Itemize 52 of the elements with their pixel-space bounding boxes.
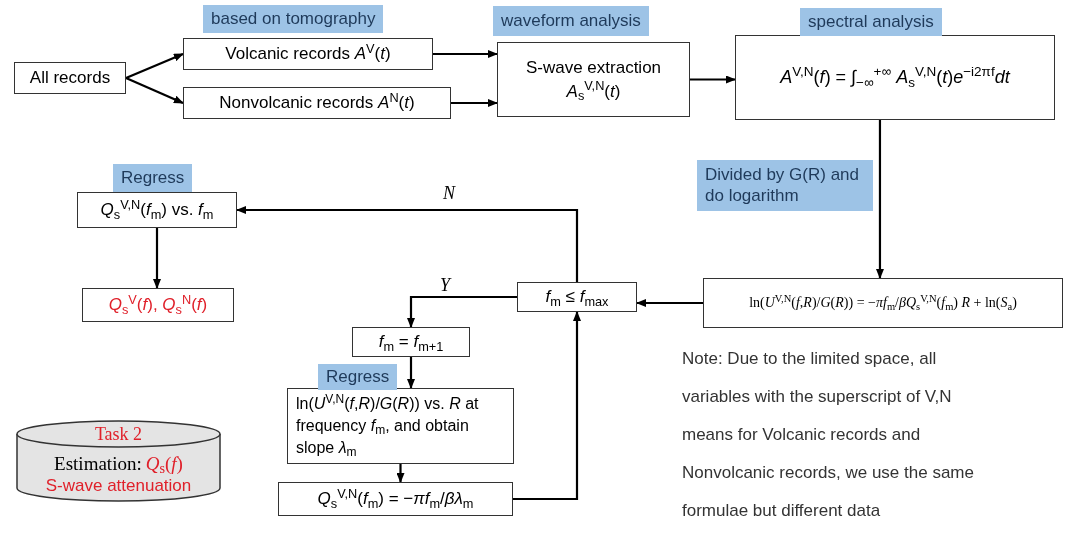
process-box bbox=[183, 38, 433, 70]
edge-label: Divided by G(R) and do logarithm bbox=[697, 160, 873, 211]
process-box bbox=[517, 282, 637, 312]
formula: Q$_{s}$(f) bbox=[145, 451, 183, 476]
arrow bbox=[513, 311, 581, 501]
box-text: A$^{V,N}$(f) = ∫$_{−∞}$$^{+∞}$ A$_{s}$$^{V,N}$(t)e$^{−i2πf}$dt bbox=[780, 65, 1010, 90]
step-tag: Regress bbox=[113, 164, 193, 192]
box-text: Q$_{s}$$^{V,N}$(f$_{m}$) = −πf$_{m}$/βλ$_{m}$ bbox=[317, 487, 474, 511]
process-box bbox=[735, 35, 1055, 120]
edge-label: N bbox=[443, 182, 455, 205]
box-text: Q$_{s}$$^{V,N}$(f$_{m}$) vs. f$_{m}$ bbox=[100, 198, 214, 222]
box-text: f$_{m}$ = f$_{m+1}$ bbox=[378, 331, 444, 354]
note-text: Note: Due to the limited space, all variables with the superscript of V,N means for Volcanic records and Nonvolcanic records, we use the same formulae but different data bbox=[682, 348, 975, 522]
cylinder-title: Task 2 bbox=[94, 423, 143, 446]
box-text: All records bbox=[29, 67, 111, 90]
arrow bbox=[153, 228, 161, 289]
edge-label: Y bbox=[440, 274, 450, 297]
process-box bbox=[183, 87, 451, 119]
process-box bbox=[278, 482, 513, 516]
process-box bbox=[497, 42, 690, 117]
arrow bbox=[433, 50, 498, 58]
arrow bbox=[407, 357, 415, 389]
database-cylinder bbox=[16, 420, 221, 502]
arrow bbox=[125, 53, 184, 79]
arrow bbox=[636, 299, 703, 307]
step-tag: waveform analysis bbox=[493, 6, 649, 36]
process-box bbox=[14, 62, 126, 94]
arrow bbox=[690, 75, 736, 84]
process-box bbox=[82, 288, 234, 322]
arrow bbox=[407, 295, 517, 328]
box-text: ln(U$^{V,N}$(f,R)/G(R)) vs. R at frequency f$_{m}$, and obtain slope λ$_{m}$ bbox=[296, 393, 480, 459]
box-text: S-wave extraction bbox=[525, 57, 662, 80]
arrow bbox=[236, 206, 579, 282]
step-tag: spectral analysis bbox=[800, 8, 942, 36]
process-box bbox=[287, 388, 514, 464]
box-text: ln(U$^{V,N}$(f,R)/G(R)) = −πf$_{m}$/βQ$_{s}$$^{V,N}$(f$_{m}$) R + ln(S$_{a}$) bbox=[749, 293, 1017, 313]
arrow bbox=[451, 99, 498, 107]
arrow bbox=[125, 77, 184, 104]
arrow bbox=[396, 464, 405, 483]
step-tag: based on tomography bbox=[203, 5, 384, 33]
box-text: Volcanic records A$^{V}$(t) bbox=[225, 42, 391, 66]
process-box bbox=[703, 278, 1063, 328]
process-box bbox=[77, 192, 237, 228]
box-text: A$_{s}$$^{V,N}$(t) bbox=[566, 79, 621, 103]
cylinder-subtitle: S-wave attenuation bbox=[45, 475, 192, 497]
step-tag: Regress bbox=[318, 364, 398, 390]
box-text: f$_{m}$ ≤ f$_{max}$ bbox=[545, 286, 609, 309]
box-text: Nonvolcanic records A$^{N}$(t) bbox=[219, 91, 415, 115]
cylinder-text: Estimation: bbox=[54, 451, 142, 476]
box-text: Q$_{s}$$^{V}$(f), Q$_{s}$$^{N}$(f) bbox=[108, 293, 208, 317]
process-box bbox=[352, 327, 470, 357]
arrow bbox=[875, 120, 884, 279]
